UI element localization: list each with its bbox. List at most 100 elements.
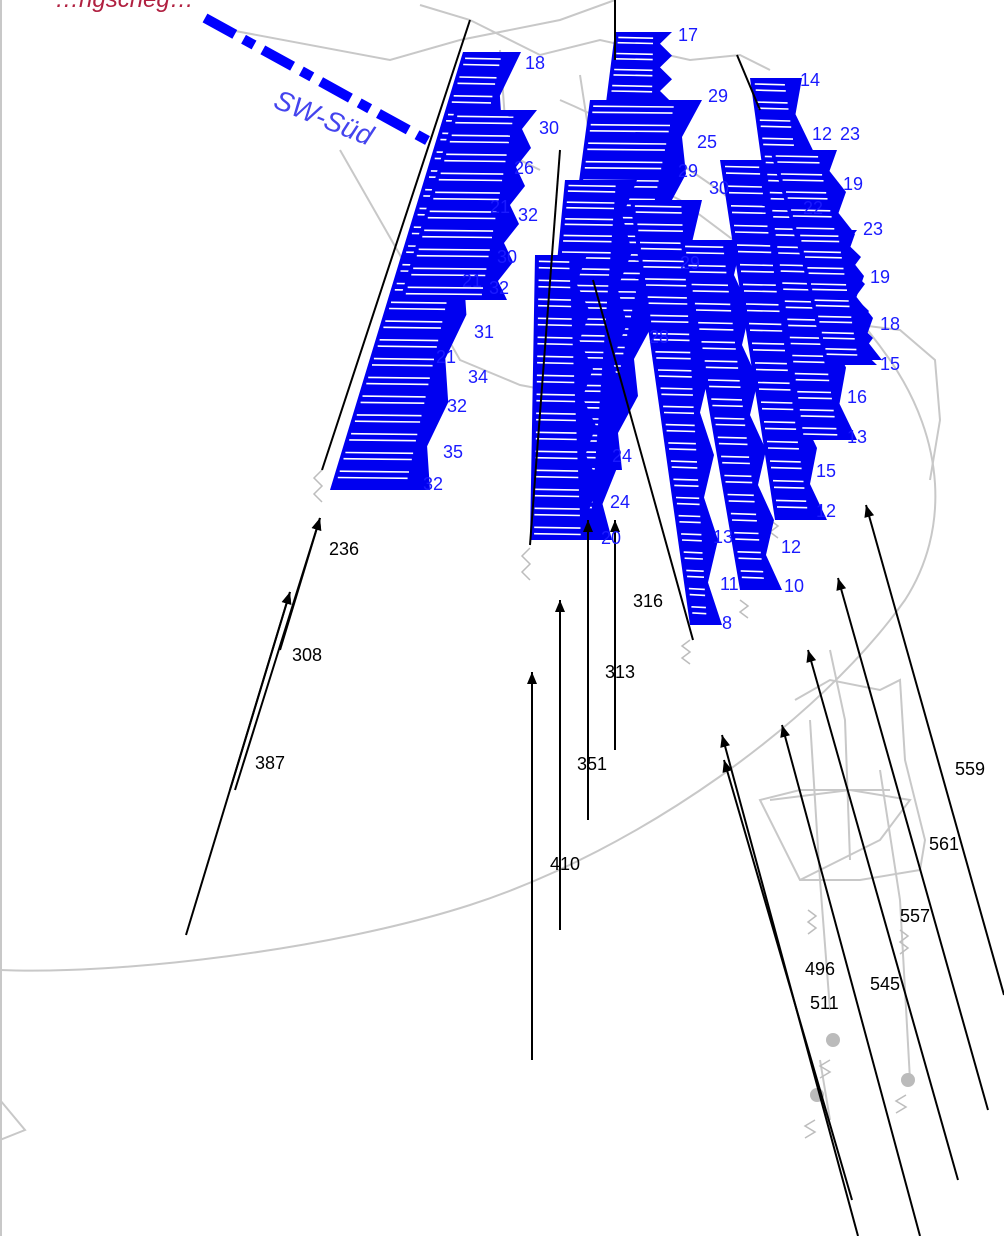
arrowhead-icon — [583, 520, 593, 532]
storey-label: 26 — [514, 158, 534, 178]
storey-line — [463, 63, 500, 67]
storey-line — [383, 326, 441, 329]
storey-line — [642, 259, 685, 263]
storey-line — [656, 357, 691, 360]
vector-value: 387 — [255, 753, 285, 773]
storey-line — [734, 231, 769, 234]
storey-line — [655, 351, 691, 354]
storey-line — [815, 304, 850, 308]
storey-line — [537, 323, 572, 327]
storey-line — [681, 533, 702, 536]
storey-line — [728, 191, 763, 195]
storey-line — [371, 364, 433, 367]
storey-line — [639, 241, 684, 245]
storey-line — [796, 227, 835, 230]
storey-line — [731, 211, 766, 214]
storey-line — [618, 36, 654, 39]
storey-line — [651, 320, 689, 323]
storey-line — [339, 470, 410, 473]
storey-line — [584, 167, 662, 170]
storey-line — [665, 423, 695, 427]
storey-label: 12 — [812, 124, 832, 144]
storey-line — [819, 321, 853, 324]
storey-line — [657, 369, 692, 372]
storey-line — [676, 502, 700, 506]
arrowhead-icon — [722, 760, 733, 773]
arrowhead-icon — [610, 520, 620, 532]
route-line — [202, 13, 435, 148]
storey-line — [637, 223, 683, 226]
storey-line — [717, 436, 747, 439]
storey-line — [759, 119, 791, 122]
force-vector — [279, 517, 321, 651]
storey-line — [438, 178, 503, 182]
force-vector — [723, 759, 853, 1201]
storey-line — [673, 478, 699, 481]
storey-line — [416, 254, 489, 258]
storey-line — [674, 484, 699, 487]
storey-line — [418, 248, 490, 251]
storey-line — [465, 57, 501, 60]
storey-label: 24 — [610, 492, 630, 512]
storey-label: 18 — [880, 314, 900, 334]
storey-line — [568, 184, 616, 188]
storey-line — [563, 234, 612, 237]
storey-line — [563, 240, 612, 243]
storey-line — [791, 209, 831, 212]
storey-line — [701, 341, 736, 344]
storey-line — [538, 304, 572, 308]
storey-line — [694, 302, 731, 306]
storey-line — [733, 224, 768, 228]
storey-line — [537, 355, 574, 358]
storey-line — [755, 368, 788, 372]
storey-line — [613, 74, 653, 77]
storey-line — [792, 354, 826, 358]
storey-line — [722, 461, 750, 465]
storey-label: 16 — [847, 387, 867, 407]
storey-line — [455, 121, 513, 125]
storey-line — [773, 486, 805, 489]
storey-line — [764, 427, 797, 430]
storey-line — [534, 494, 580, 498]
storey-line — [715, 423, 746, 427]
storey-line — [737, 551, 761, 554]
storey-label: 19 — [843, 174, 863, 194]
storey-line — [724, 165, 760, 169]
storey-line — [589, 130, 669, 133]
storey-line — [699, 328, 734, 331]
storey-line — [752, 349, 786, 352]
storey-label: 21 — [436, 347, 456, 367]
storey-line — [379, 339, 439, 342]
storey-line — [561, 251, 611, 254]
storey-line — [698, 321, 733, 325]
storey-label: 28 — [649, 327, 669, 347]
storey-line — [451, 134, 511, 137]
arrowhead-icon — [836, 578, 847, 591]
storey-line — [730, 205, 765, 208]
storey-line — [799, 409, 834, 412]
storey-stacks — [330, 32, 882, 625]
vector-value: 561 — [929, 834, 959, 854]
storey-line — [429, 210, 497, 213]
storey-line — [362, 395, 426, 398]
storey-line — [683, 551, 703, 554]
storey-label: 32 — [489, 278, 509, 298]
storey-label: 13 — [713, 527, 733, 547]
storey-stack — [795, 230, 877, 365]
storey-line — [440, 172, 504, 175]
storey-line — [679, 521, 701, 524]
storey-line — [422, 235, 493, 239]
storey-line — [660, 387, 693, 390]
storey-line — [743, 290, 777, 293]
storey-line — [614, 68, 653, 72]
storey-line — [739, 263, 774, 267]
storey-line — [760, 125, 792, 128]
vector-value: 351 — [577, 754, 607, 774]
storey-line — [670, 460, 698, 463]
storey-line — [801, 240, 840, 243]
storey-line — [692, 290, 729, 293]
storey-line — [734, 531, 759, 535]
storey-line — [537, 336, 573, 339]
storey-line — [825, 348, 857, 351]
storey-line — [592, 111, 673, 114]
